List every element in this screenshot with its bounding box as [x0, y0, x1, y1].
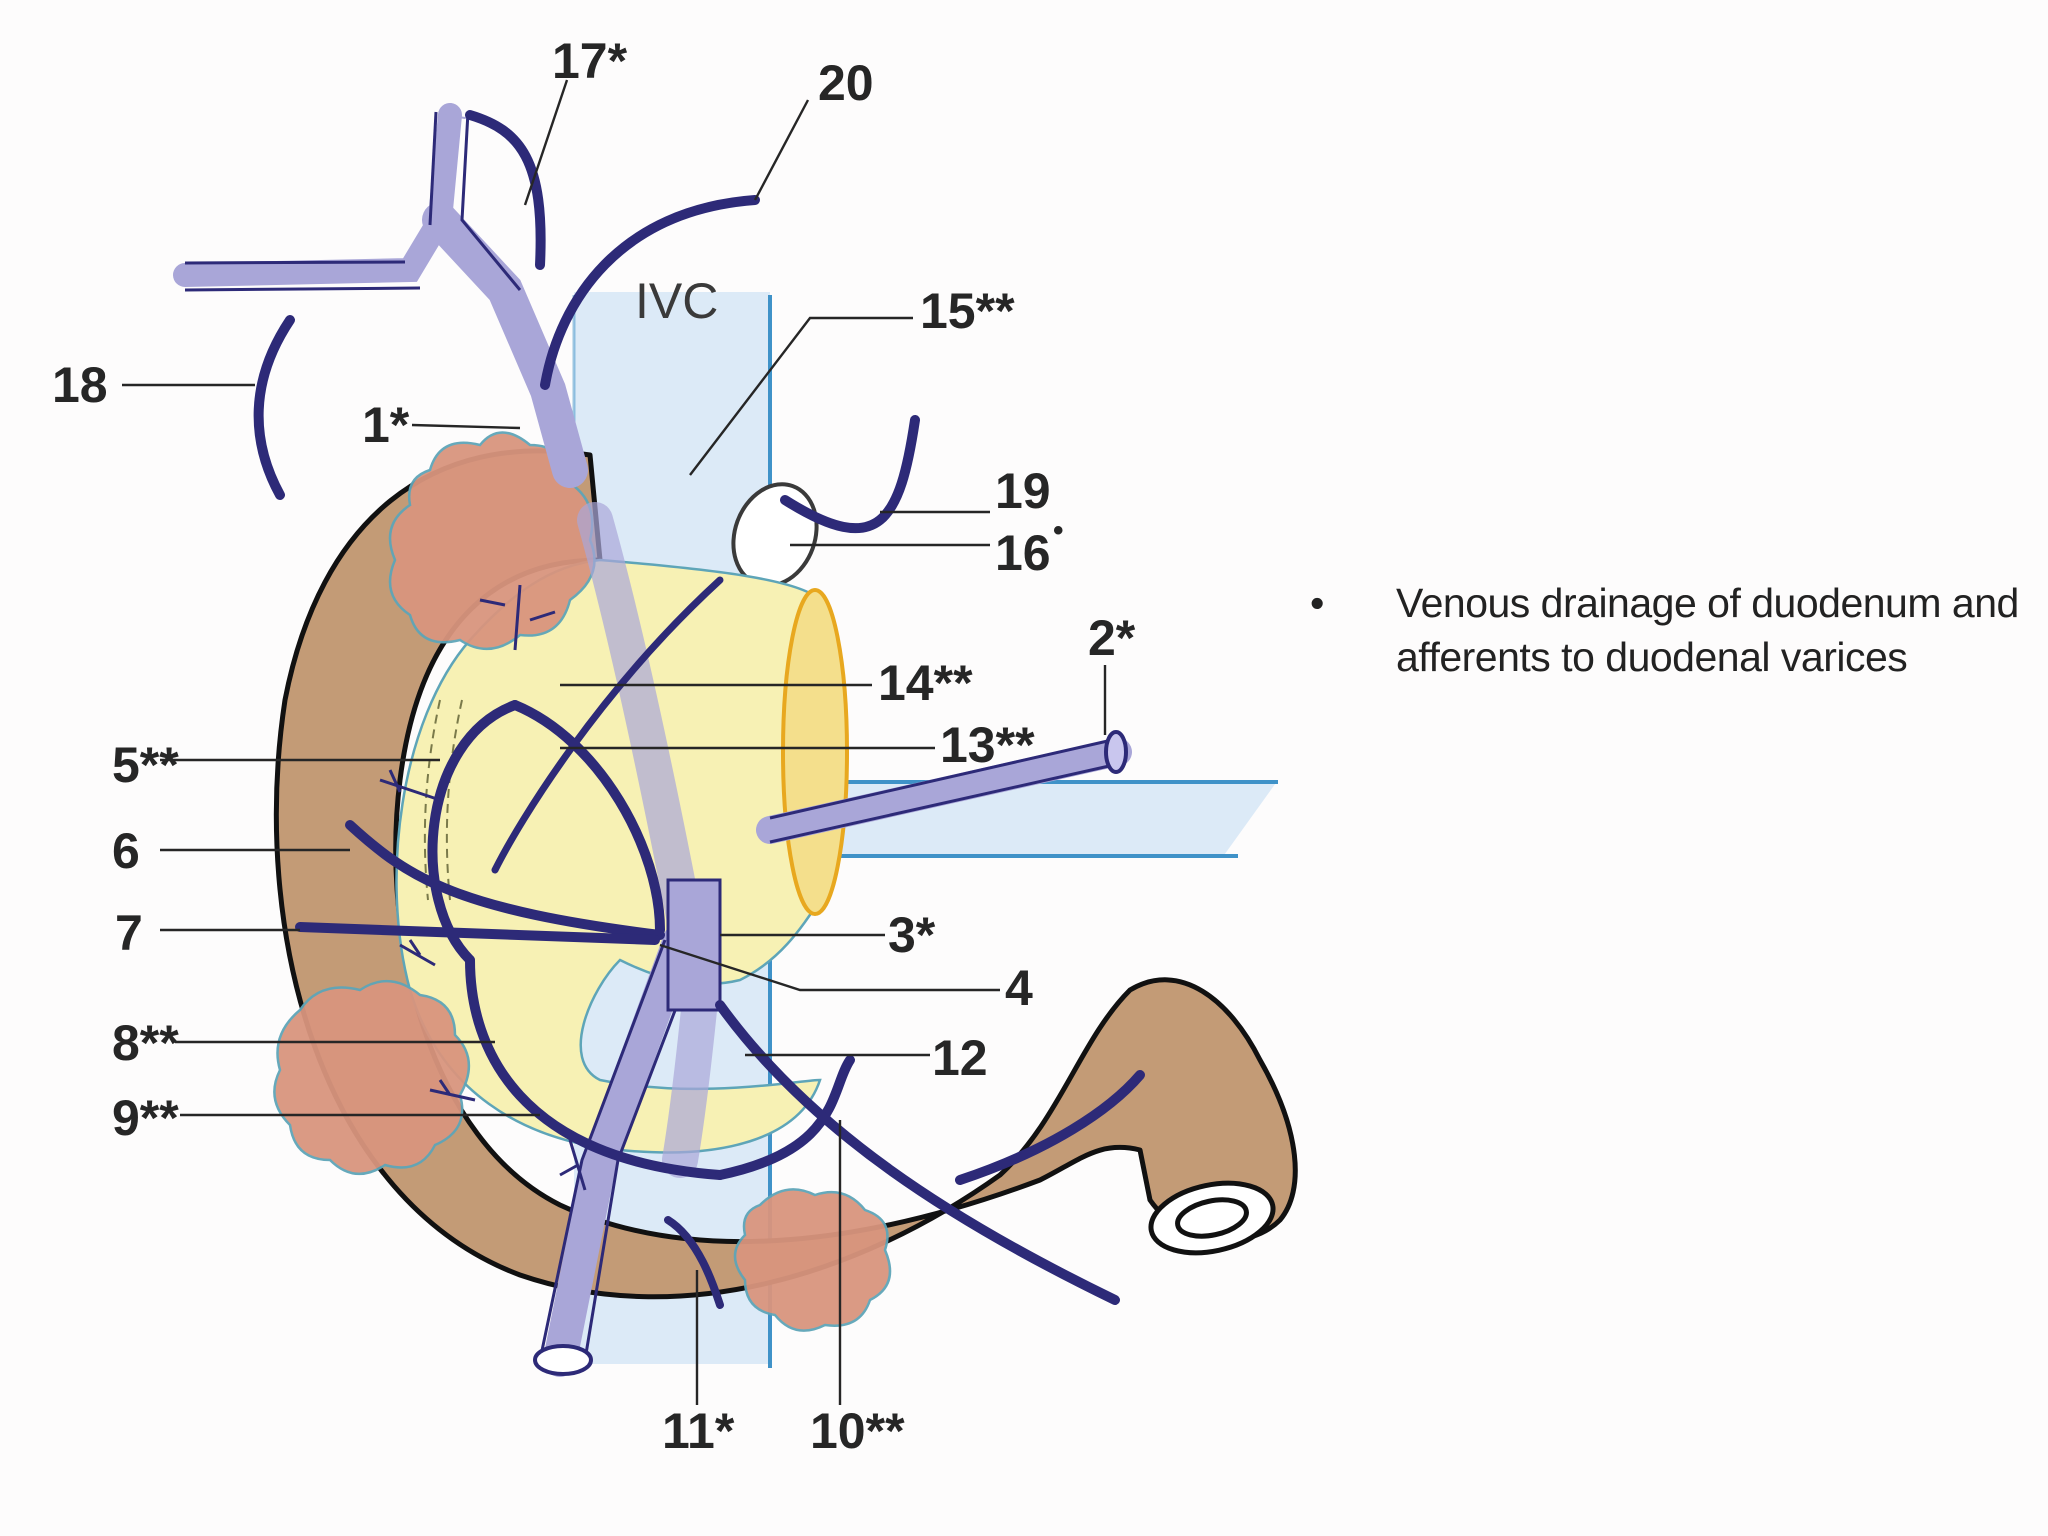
label-10: 10** [810, 1403, 905, 1459]
caption-text: Venous drainage of duodenum and afferent… [1396, 580, 2019, 680]
label-9: 9** [112, 1090, 179, 1146]
number-labels: 17* 20 15** 18 1* 19 16 • 2* 14** 13** 5… [52, 33, 1136, 1459]
label-8: 8** [112, 1015, 179, 1071]
label-13: 13** [940, 717, 1035, 773]
label-16-mark: • [1053, 514, 1064, 547]
bullet-icon: • [1310, 580, 1324, 626]
label-20: 20 [818, 55, 874, 111]
label-3: 3* [888, 907, 936, 963]
label-7: 7 [115, 905, 143, 961]
caption-list: • Venous drainage of duodenum and affere… [1310, 576, 2030, 684]
ivc-label: IVC [635, 273, 718, 329]
label-5: 5** [112, 737, 179, 793]
label-19: 19 [995, 463, 1051, 519]
label-15: 15** [920, 283, 1015, 339]
label-18: 18 [52, 357, 108, 413]
label-6: 6 [112, 823, 140, 879]
label-17: 17* [552, 33, 628, 89]
caption-item: • Venous drainage of duodenum and affere… [1310, 576, 2030, 684]
dark-veins [253, 110, 1145, 1309]
label-16: 16 [995, 525, 1051, 581]
portal-venous-trunk [173, 103, 1132, 1377]
lymph-node [388, 431, 596, 651]
lymph-node [733, 1188, 892, 1332]
label-12: 12 [932, 1030, 988, 1086]
leader-lines [122, 79, 1107, 1405]
lymph-nodes [273, 431, 892, 1332]
duodenum-venous-drainage-diagram: IVC 17* 20 15** 18 1* 19 16 • 2* 14** 1 [52, 33, 1298, 1459]
label-1: 1* [362, 397, 410, 453]
lymph-node [273, 979, 471, 1176]
label-2: 2* [1088, 610, 1136, 666]
label-11: 11* [662, 1403, 735, 1459]
label-4: 4 [1005, 960, 1033, 1016]
label-14: 14** [878, 655, 973, 711]
